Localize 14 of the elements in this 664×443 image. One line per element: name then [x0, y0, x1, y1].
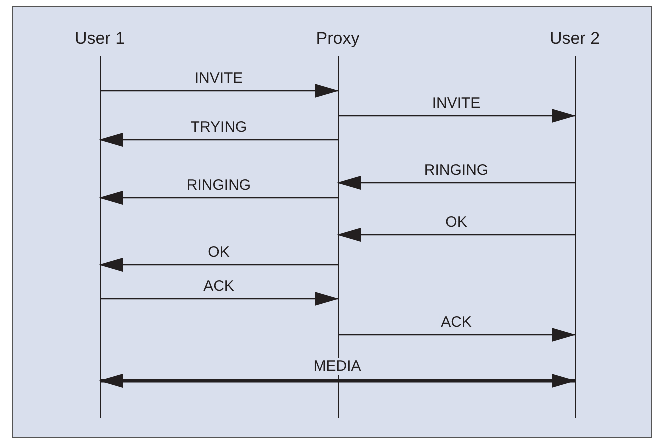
message-arrow: [99, 191, 338, 205]
participant-label: User 1: [74, 28, 126, 50]
message-arrow: [99, 374, 576, 388]
message-arrow: [337, 176, 575, 190]
message-arrow: [100, 84, 339, 98]
message-arrow: [337, 228, 575, 242]
message-arrow: [338, 328, 576, 342]
message-arrow: [338, 109, 576, 123]
message-arrow: [99, 133, 338, 147]
participant-label: Proxy: [316, 28, 360, 50]
edge-label: MEDIA: [312, 358, 364, 375]
participant-label: User 2: [550, 28, 600, 50]
message-arrow: [99, 258, 338, 272]
message-arrow: [100, 292, 339, 306]
